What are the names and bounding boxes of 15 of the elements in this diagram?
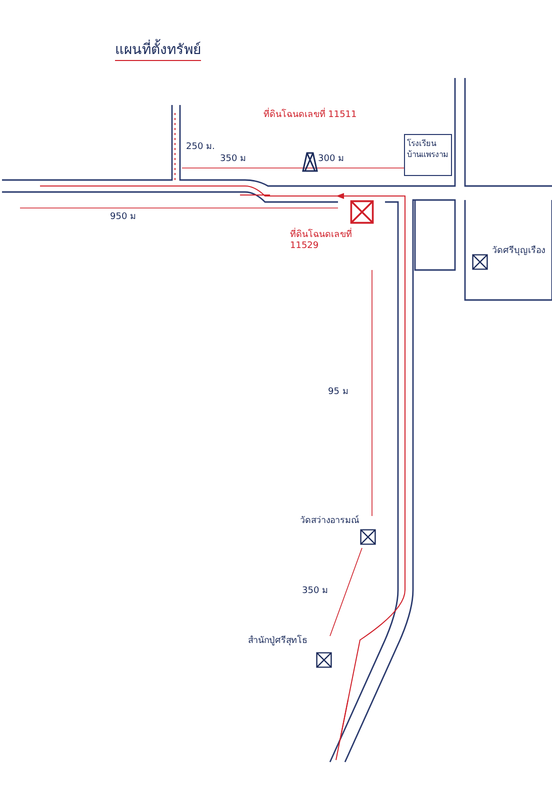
map-title: แผนที่ตั้งทรัพย์ (115, 38, 201, 61)
distance-label: 300 ม (318, 154, 344, 165)
plot-label: ที่ดินโฉนดเลขที่ 11529 (290, 230, 380, 252)
school-name: โรงเรียนบ้านแพรงาม (407, 138, 449, 160)
plot-label: ที่ดินโฉนดเลขที่ 11511 (262, 110, 358, 121)
place-label: วัดศรีบุญเรือง (492, 246, 545, 257)
school-box (404, 134, 452, 176)
distance-label: 250 ม. (186, 142, 215, 153)
distance-label: 350 ม (220, 154, 246, 165)
place-label: วัดสว่างอารมณ์ (300, 516, 359, 527)
distance-line (330, 548, 362, 636)
edge-label: 350 ม (302, 586, 328, 597)
edge-label: 95 ม (328, 387, 348, 398)
place-label: สำนักปู่ศรีสุทโธ (248, 636, 307, 647)
distance-label: 950 ม (110, 212, 136, 223)
